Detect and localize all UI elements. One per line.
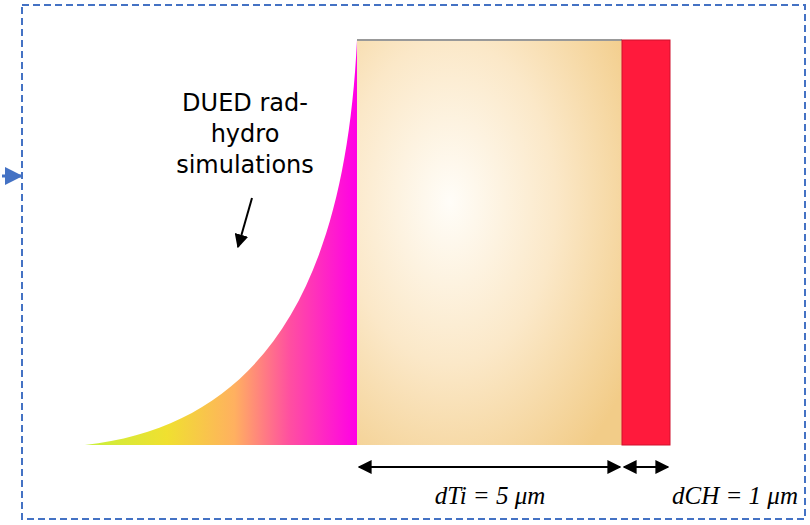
simulation-label: DUED rad-hydro simulations	[165, 88, 325, 181]
leader-arrow	[238, 198, 252, 247]
incoming-arrow	[2, 175, 21, 178]
plasma-profile	[85, 40, 357, 445]
dimension-label: dTi = 5 μm	[435, 482, 546, 510]
dashed-frame	[22, 5, 805, 519]
titanium-layer	[357, 40, 622, 445]
layer-edge	[357, 39, 622, 41]
plastic-layer	[622, 40, 670, 445]
dimension-arrow	[359, 466, 620, 468]
dimension-arrow	[624, 466, 668, 468]
dimension-label: dCH = 1 μm	[672, 482, 798, 510]
